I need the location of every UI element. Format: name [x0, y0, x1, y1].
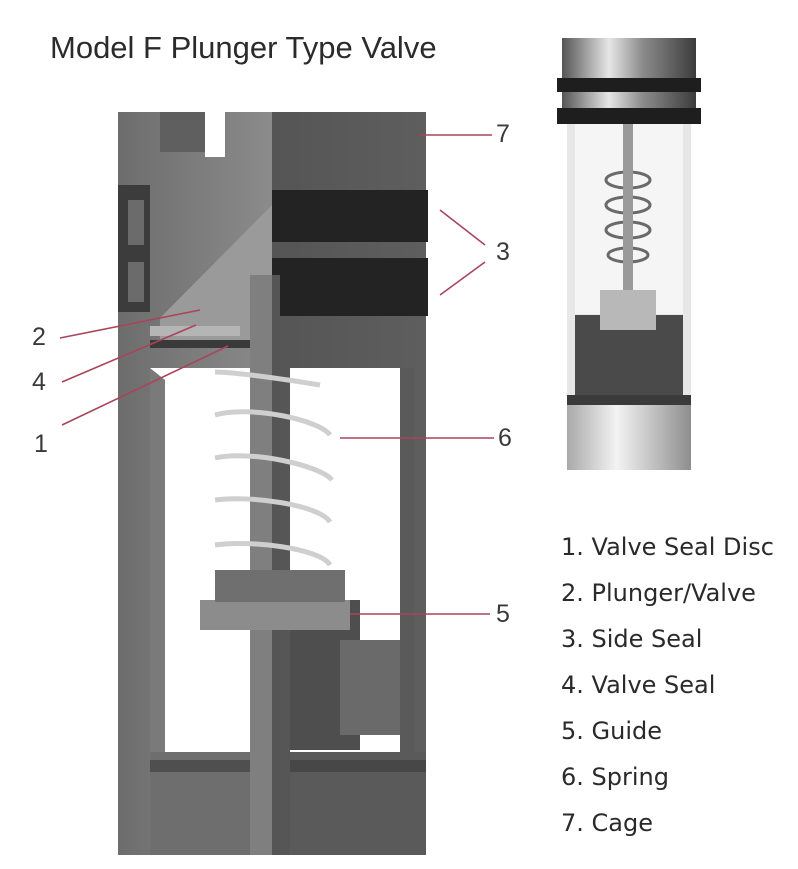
valve-seal-disc: [150, 340, 272, 348]
valve-seal: [150, 326, 240, 336]
leader-lines: [59, 134, 494, 615]
legend-item: 2. Plunger/Valve: [561, 579, 756, 607]
valve-stem: [250, 275, 272, 855]
callout-6: 6: [498, 424, 512, 452]
side-seal-lower: [272, 258, 428, 316]
diagram-title: Model F Plunger Type Valve: [50, 30, 437, 65]
legend-item: 7. Cage: [561, 809, 653, 837]
plunger-valve: [160, 205, 272, 340]
legend-item: 5. Guide: [561, 717, 663, 745]
valve-photo: [557, 38, 701, 470]
parts-legend: 1. Valve Seal Disc 2. Plunger/Valve 3. S…: [561, 532, 774, 854]
legend-item: 6. Spring: [561, 763, 669, 791]
callout-1: 1: [34, 430, 48, 458]
callout-2: 2: [32, 323, 46, 351]
callout-4: 4: [32, 368, 46, 396]
valve-body-right: [272, 112, 428, 855]
legend-item: 4. Valve Seal: [561, 671, 716, 699]
legend-item: 1. Valve Seal Disc: [561, 533, 774, 561]
callout-7: 7: [496, 120, 510, 148]
side-seal-upper: [272, 190, 428, 242]
valve-body-left: [118, 112, 272, 855]
legend-item: 3. Side Seal: [561, 625, 703, 653]
callout-5: 5: [496, 600, 510, 628]
callout-3: 3: [496, 238, 510, 266]
